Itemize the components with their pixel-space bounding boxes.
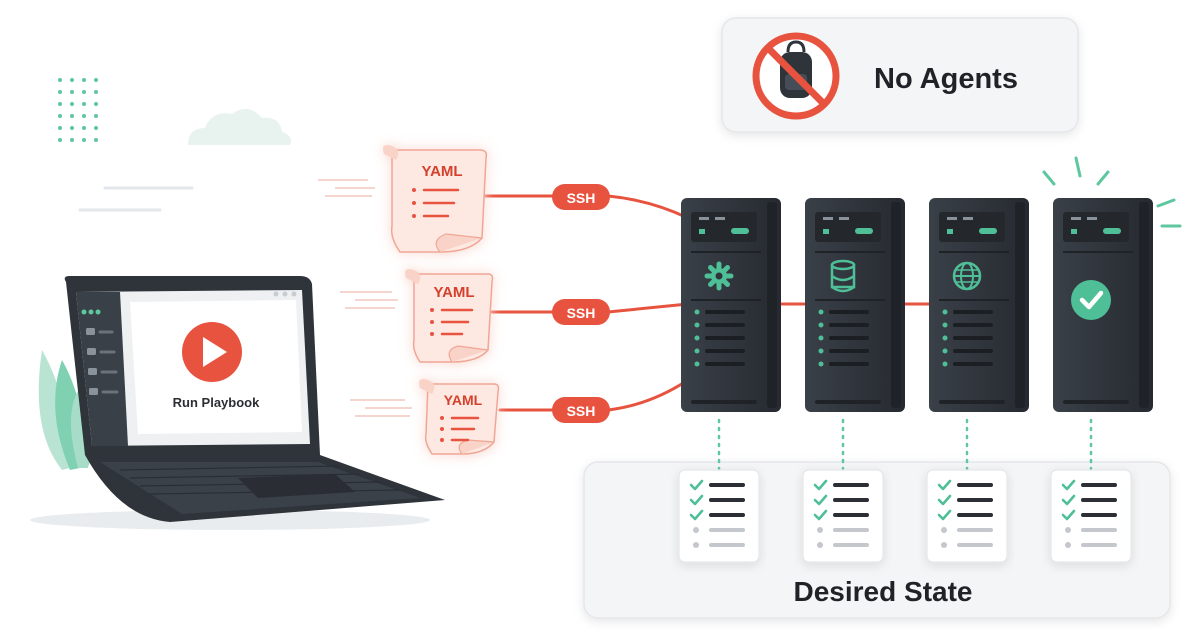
dot-grid (58, 78, 98, 142)
globe-icon (952, 261, 982, 291)
gear-icon (704, 261, 734, 291)
pending-dot (693, 527, 699, 533)
play-icon (203, 337, 227, 367)
no-backpack-icon (752, 32, 840, 120)
pending-dot (817, 527, 823, 533)
playbook-scroll-3 (419, 379, 500, 455)
motion-lines (318, 179, 412, 417)
server-3 (929, 198, 1029, 412)
server-group (681, 198, 1153, 412)
speed-lines (78, 186, 194, 212)
check-icon (689, 479, 704, 491)
server-4 (1053, 198, 1153, 412)
scroll-lines (412, 188, 460, 218)
pending-dot (1065, 542, 1071, 548)
ssh-connections (480, 194, 932, 412)
run-playbook-label: Run Playbook (173, 395, 260, 410)
background-decoration (58, 78, 412, 417)
ssh-cable (606, 302, 690, 314)
pending-dot (693, 542, 699, 548)
server-2 (805, 198, 905, 412)
state-checklist (678, 469, 760, 563)
no-agents-label: No Agents (874, 63, 1018, 95)
check-icon (689, 494, 704, 506)
playbook-scroll-1 (383, 145, 488, 253)
ssh-badge: SSH (552, 299, 610, 325)
check-icon (937, 509, 952, 521)
state-checklist (802, 469, 884, 563)
state-checklist (1050, 469, 1132, 563)
ssh-badge: SSH (552, 397, 610, 423)
scroll-lines (430, 308, 474, 336)
ssh-cable (606, 378, 690, 412)
success-rays (1042, 156, 1182, 228)
check-icon (813, 494, 828, 506)
checklist-group (678, 469, 1132, 563)
ssh-badge: SSH (552, 184, 610, 210)
ssh-cable (606, 194, 690, 220)
check-icon (937, 479, 952, 491)
check-icon (813, 509, 828, 521)
cloud-icon (188, 108, 291, 145)
pending-dot (1065, 527, 1071, 533)
check-icon (1061, 479, 1076, 491)
yaml-label: YAML (421, 163, 462, 180)
yaml-label: YAML (444, 392, 483, 408)
no-agents-card: No Agents (721, 17, 1079, 133)
svg-text:SSH: SSH (567, 305, 596, 321)
yaml-label: YAML (433, 284, 474, 301)
scroll-lines (440, 416, 480, 442)
check-circle-icon (1071, 280, 1111, 320)
desired-state-label: Desired State (794, 576, 973, 607)
check-icon (1061, 494, 1076, 506)
check-icon (937, 494, 952, 506)
check-icon (689, 509, 704, 521)
pending-dot (941, 542, 947, 548)
svg-text:SSH: SSH (567, 403, 596, 419)
dotted-connectors (717, 418, 1093, 472)
check-icon (1061, 509, 1076, 521)
laptop-trackpad (238, 474, 355, 498)
laptop: Run Playbook (30, 276, 445, 530)
pending-dot (817, 542, 823, 548)
pending-dot (941, 527, 947, 533)
server-1 (681, 198, 781, 412)
state-checklist (926, 469, 1008, 563)
check-icon (813, 479, 828, 491)
database-icon (830, 259, 856, 293)
svg-text:SSH: SSH (567, 190, 596, 206)
playbook-scroll-2 (405, 269, 494, 363)
